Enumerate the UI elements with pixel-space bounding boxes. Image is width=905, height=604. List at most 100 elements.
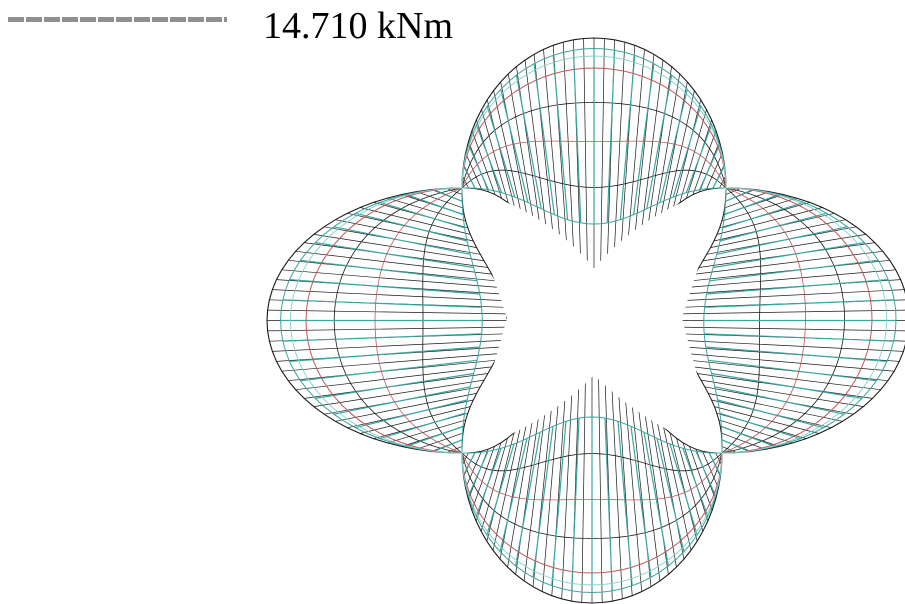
- mesh-rib-teal-top: [659, 89, 688, 203]
- lobe-outline-red-bottom: [461, 452, 723, 574]
- mesh-rib-right: [679, 326, 905, 332]
- mesh-rib-teal-right: [719, 212, 827, 242]
- mesh-rib-top: [462, 176, 469, 189]
- mesh-rib-bottom: [702, 451, 719, 489]
- mesh-rib-bottom: [581, 373, 586, 603]
- mesh-rib-teal-bottom: [617, 421, 633, 586]
- mesh-rib-left: [416, 191, 464, 209]
- mesh-rib-left: [416, 432, 464, 450]
- mesh-rib-top: [493, 90, 522, 215]
- mesh-rib-teal-bottom: [551, 421, 567, 586]
- mesh-rib-teal-bottom: [630, 426, 652, 578]
- mesh-rib-bottom: [676, 438, 704, 532]
- mesh-rib-bottom: [715, 452, 722, 465]
- mesh-rib-top: [639, 60, 664, 241]
- mesh-rib-left: [267, 309, 507, 315]
- mesh-rib-teal-left: [289, 346, 480, 362]
- mesh-rib-teal-top: [463, 165, 476, 189]
- mesh-rib-left: [272, 289, 504, 301]
- mesh-rib-teal-left: [282, 333, 482, 342]
- mesh-rib-top: [659, 81, 688, 221]
- mesh-rib-teal-bottom: [708, 452, 721, 476]
- mesh-rib-bottom: [669, 432, 698, 542]
- mesh-rib-bottom: [499, 420, 528, 560]
- mesh-rib-right: [710, 219, 846, 248]
- mesh-rib-top: [524, 60, 549, 241]
- mesh-rib-top: [500, 81, 529, 221]
- mesh-rib-left: [281, 269, 499, 288]
- mesh-rib-teal-bottom: [499, 438, 528, 552]
- mesh-rib-left: [387, 197, 466, 222]
- mesh-rib-teal-bottom: [682, 448, 709, 517]
- mesh-rib-left: [335, 219, 477, 248]
- mesh-rib-right: [714, 406, 820, 434]
- mesh-rib-top: [719, 176, 726, 189]
- mesh-rib-bottom: [689, 446, 713, 511]
- lobe-outline-red-right: [721, 187, 873, 454]
- mesh-rib-top: [626, 49, 645, 254]
- mesh-rib-teal-right: [709, 259, 879, 282]
- mesh-rib-teal-left: [300, 259, 478, 282]
- mesh-rib-teal-bottom: [669, 443, 698, 536]
- mesh-rib-bottom: [462, 452, 469, 465]
- mesh-rib-left: [313, 379, 485, 407]
- mesh-rib-left: [313, 234, 485, 262]
- mesh-rib-teal-bottom: [656, 438, 685, 552]
- mesh-rib-teal-bottom: [467, 451, 489, 497]
- mesh-rib-left: [335, 393, 477, 422]
- lobe-outline-red-top: [461, 67, 727, 189]
- mesh-rib-left: [272, 340, 504, 352]
- light-teal-mesh-layer: [289, 55, 888, 586]
- mesh-rib-teal-top: [672, 105, 702, 198]
- lobe-outline-red-left: [305, 187, 463, 454]
- mesh-rib-teal-left: [315, 242, 474, 269]
- mesh-rib-teal-top: [572, 50, 582, 223]
- mesh-rib-teal-right: [704, 299, 895, 308]
- mesh-rib-bottom: [624, 387, 643, 592]
- mesh-rib-teal-left: [405, 193, 464, 216]
- mesh-rib-teal-right: [705, 346, 888, 362]
- mesh-rib-teal-right: [724, 193, 780, 216]
- mesh-rib-left: [360, 406, 471, 434]
- mesh-rib-teal-bottom: [695, 451, 717, 497]
- central-opening: [462, 188, 726, 453]
- mesh-rib-teal-right: [721, 425, 776, 448]
- mesh-rib-teal-right: [722, 201, 805, 229]
- mesh-rib-right: [700, 379, 864, 407]
- mesh-rib-teal-top: [475, 124, 503, 193]
- mesh-rib-teal-left: [433, 439, 463, 452]
- legend-scale-swatch: [8, 17, 227, 22]
- mesh-rib-teal-bottom: [532, 426, 554, 578]
- mesh-rib-left: [281, 353, 499, 372]
- legend-value-label: 14.710 kNm: [263, 5, 453, 47]
- mesh-ring-bottom: [461, 452, 723, 501]
- mesh-rib-bottom: [486, 432, 515, 542]
- mesh-rib-right: [718, 419, 794, 444]
- mesh-rib-teal-left: [355, 399, 468, 429]
- mesh-rib-left: [387, 419, 466, 444]
- mesh-rib-top: [705, 152, 723, 190]
- mesh-rib-teal-left: [282, 299, 482, 308]
- mesh-rib-teal-right: [704, 333, 894, 342]
- mesh-rib-teal-right: [725, 189, 754, 202]
- mesh-rib-teal-top: [606, 50, 616, 223]
- mesh-rib-teal-top: [486, 105, 516, 198]
- mesh-rib-top: [481, 109, 509, 203]
- mesh-rib-right: [708, 393, 843, 422]
- mesh-rib-teal-top: [712, 165, 725, 189]
- mesh-rib-left: [295, 366, 492, 391]
- mesh-rib-teal-left: [379, 412, 465, 440]
- lobe-outline-lightteal-left: [289, 187, 463, 454]
- lobe-outline-right: [721, 187, 905, 454]
- mesh-rib-teal-right: [713, 242, 865, 269]
- mesh-rib-top: [507, 73, 535, 228]
- mesh-rib-right: [693, 366, 881, 391]
- mesh-rib-left: [295, 250, 492, 275]
- mesh-rib-teal-top: [552, 55, 569, 220]
- mesh-rib-right: [716, 207, 823, 235]
- mesh-rib-teal-top: [619, 55, 636, 220]
- moment-legend: 14.710 kNm: [0, 0, 905, 50]
- mesh-rib-bottom: [541, 387, 560, 592]
- dark-mesh-layer: [266, 37, 905, 604]
